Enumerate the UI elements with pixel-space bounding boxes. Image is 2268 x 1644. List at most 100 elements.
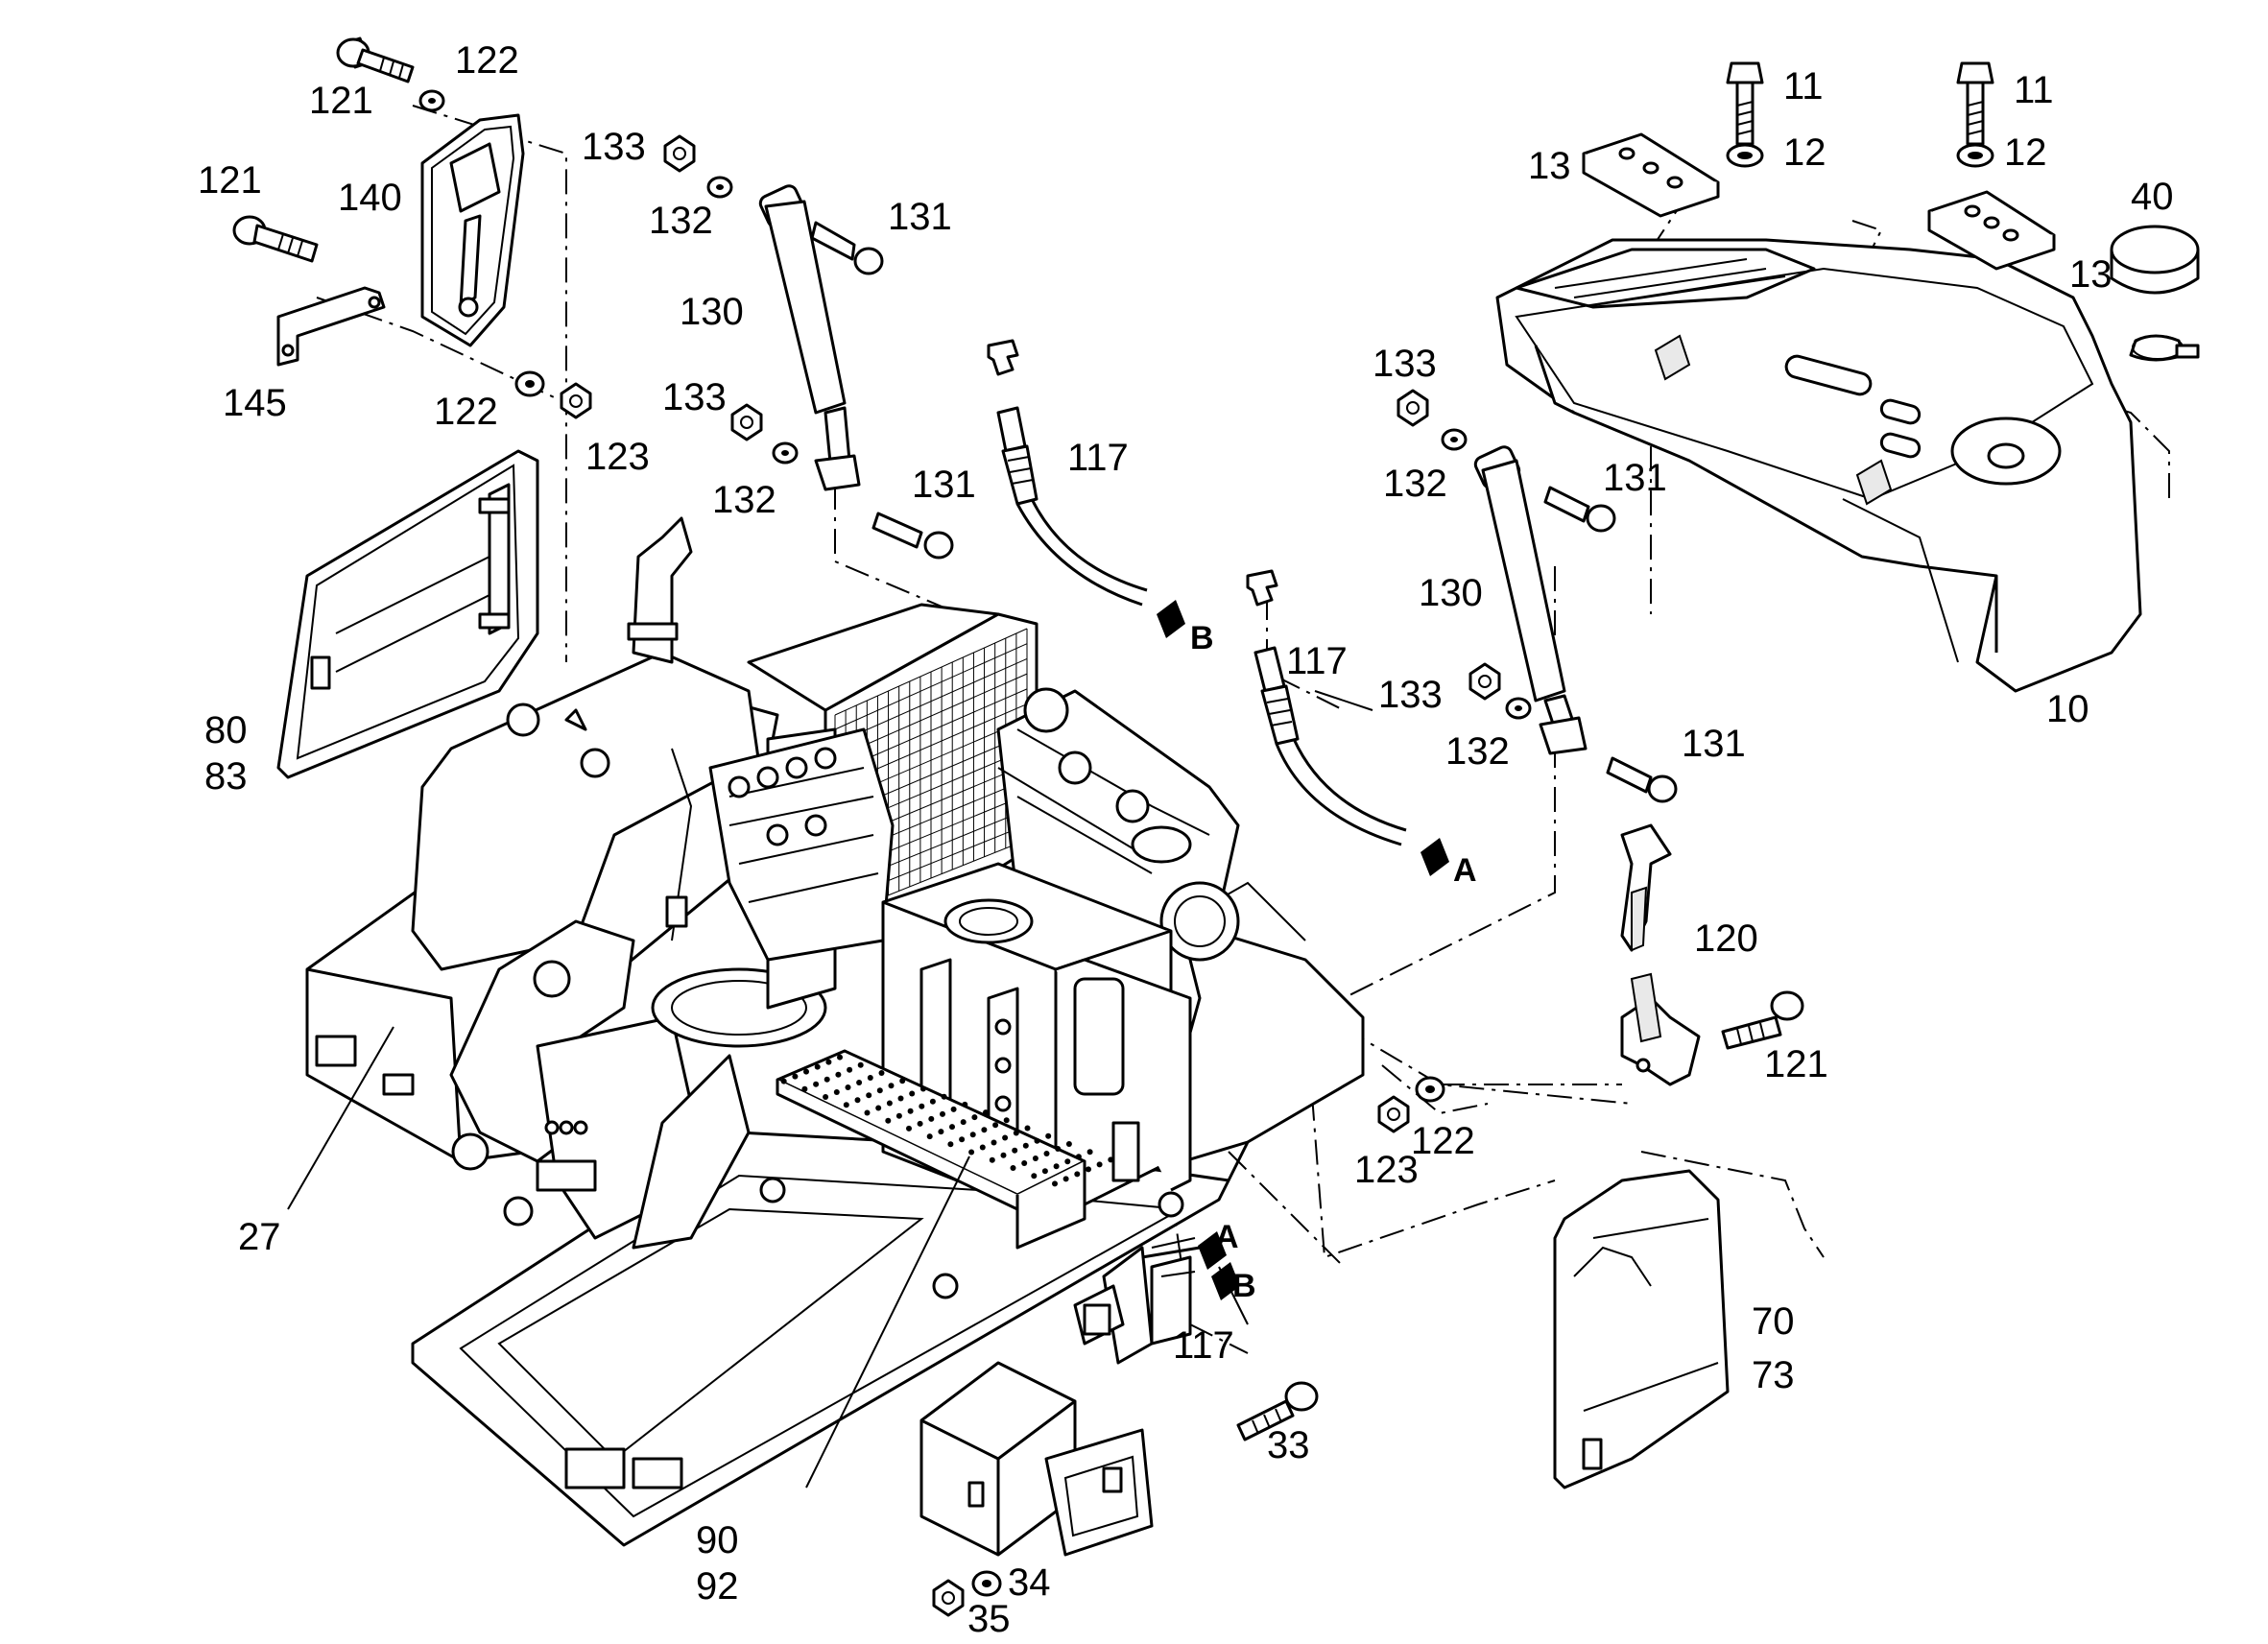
nut-133-d [1468, 662, 1501, 701]
part-label: 133 [582, 126, 646, 168]
part-label: 132 [1445, 730, 1510, 773]
part-label: 120 [1694, 917, 1758, 960]
washer-122-latch [1415, 1076, 1445, 1103]
gas-strut-right [1473, 445, 1588, 755]
hinge-plate-left [1582, 132, 1720, 218]
part-label: 131 [1603, 457, 1667, 499]
part-label: 40 [2131, 176, 2174, 218]
washer-12-left [1726, 143, 1764, 168]
hose-clamp [2129, 334, 2200, 362]
bolt-131-a [810, 221, 884, 275]
part-label: 11 [1783, 65, 1824, 107]
part-label: 140 [338, 177, 402, 219]
bolt-131-c [1543, 486, 1616, 533]
arrow-marker-letters: B A A B [1190, 620, 1477, 1304]
part-label: 133 [662, 376, 727, 418]
part-label: 131 [1682, 723, 1746, 765]
side-cover-140 [420, 113, 525, 347]
nut-133-b [730, 403, 763, 441]
part-label: 122 [1411, 1120, 1475, 1162]
side-door-70 [1553, 1169, 1730, 1489]
cable-117-lower [1073, 1237, 1201, 1365]
toolbox-box [919, 1361, 1154, 1557]
washer-132-a [706, 176, 733, 199]
washer-132-b [772, 441, 799, 465]
part-label: 132 [712, 479, 776, 521]
washer-132-c [1441, 428, 1468, 451]
part-label: 11 [2014, 69, 2054, 111]
part-label: 12 [1783, 131, 1826, 174]
part-label: 27 [238, 1216, 281, 1258]
part-label: 12 [2004, 131, 2047, 174]
bolt-121-mid [232, 215, 319, 263]
part-label: 117 [1173, 1324, 1234, 1367]
arrow-marker: B [1190, 620, 1214, 656]
step-plate [776, 1049, 1114, 1250]
part-label: 122 [434, 391, 498, 433]
side-door-80 [276, 449, 539, 779]
filler-cap [2110, 225, 2200, 295]
bolt-33 [1236, 1381, 1319, 1441]
hinge-plate-right [1927, 190, 2056, 271]
part-label: 123 [585, 436, 650, 478]
nut-123-upper [560, 382, 592, 419]
part-label: 80 [204, 709, 248, 751]
part-label: 121 [198, 159, 262, 202]
part-label: 122 [455, 39, 519, 82]
part-label: 133 [1378, 674, 1443, 716]
washer-122-top [418, 89, 445, 112]
part-label: 92 [696, 1565, 739, 1608]
part-label: 130 [680, 291, 744, 333]
part-number-labels: 10 11 11 12 12 13 13 27 33 34 35 40 70 7… [198, 39, 2174, 1640]
part-label: 117 [1067, 437, 1129, 479]
arrow-marker: B [1232, 1268, 1256, 1304]
part-label: 132 [1383, 463, 1447, 505]
bracket-145 [276, 286, 386, 367]
washer-122-lower [514, 370, 545, 397]
latch-120 [1620, 823, 1701, 1086]
washer-34 [971, 1570, 1002, 1597]
bolt-11-right [1956, 61, 1994, 146]
bolt-131-d [1606, 756, 1678, 803]
part-label: 133 [1373, 343, 1437, 385]
washer-12-right [1956, 143, 1994, 168]
part-label: 145 [223, 382, 287, 424]
part-label: 130 [1419, 572, 1483, 614]
cable-117-middle [1246, 569, 1407, 846]
part-label: 132 [649, 200, 713, 242]
washer-132-d [1505, 697, 1532, 720]
part-label: 13 [2069, 253, 2113, 296]
nut-123-lower [1377, 1095, 1410, 1133]
bolt-11-left [1726, 61, 1764, 146]
part-label: 131 [912, 464, 976, 506]
engine-hood [1495, 238, 2142, 693]
gas-strut-left [758, 184, 861, 491]
part-label: 121 [1764, 1043, 1828, 1085]
part-label: 121 [309, 80, 373, 122]
part-label: 35 [967, 1598, 1011, 1640]
arrow-marker: A [1453, 852, 1477, 889]
arrow-marker: A [1215, 1219, 1239, 1255]
nut-133-c [1397, 389, 1429, 427]
bolt-131-b [871, 512, 954, 560]
part-label: 123 [1354, 1149, 1419, 1191]
nut-133-a [663, 134, 696, 173]
part-label: 33 [1267, 1424, 1310, 1466]
part-label: 83 [204, 755, 248, 798]
nut-35 [932, 1579, 965, 1617]
part-label: 131 [888, 196, 952, 238]
part-label: 117 [1286, 640, 1348, 682]
engine-block [665, 687, 1240, 962]
cable-117-upper [987, 339, 1148, 607]
part-label: 73 [1752, 1354, 1795, 1396]
part-label: 13 [1528, 145, 1571, 187]
part-label: 70 [1752, 1300, 1795, 1343]
leader-lines [287, 690, 1373, 1489]
part-label: 34 [1008, 1561, 1051, 1604]
part-label: 90 [696, 1519, 739, 1561]
bolt-121-latch [1721, 990, 1804, 1050]
bolt-121-top [336, 36, 415, 83]
part-label: 10 [2046, 688, 2089, 730]
